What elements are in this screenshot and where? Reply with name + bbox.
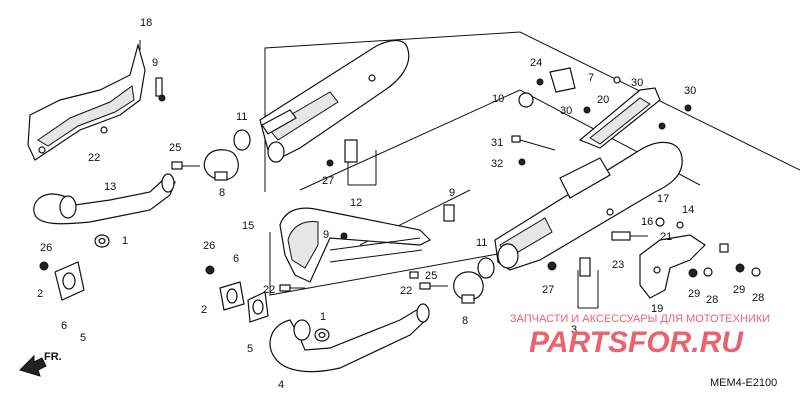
bolt-22-lower: [279, 284, 305, 292]
callout-18: 18: [140, 17, 152, 29]
bracket-7: [536, 67, 621, 93]
diagram-code: MEM4-E2100: [710, 377, 777, 389]
callout-27b: 27: [542, 284, 554, 296]
rubber-10: [518, 92, 534, 108]
callout-19: 19: [651, 303, 663, 315]
lower-muffler: [494, 141, 683, 271]
callout-27: 27: [322, 175, 334, 187]
callout-29a: 29: [688, 288, 700, 300]
callout-21: 21: [660, 231, 672, 243]
gasket-1-left: [94, 234, 110, 248]
callout-13: 13: [104, 181, 116, 193]
callout-7: 7: [588, 72, 594, 84]
callout-4: 4: [278, 379, 284, 391]
callout-3: 3: [571, 324, 577, 336]
callout-22: 22: [88, 152, 100, 164]
bolts-31-32: [511, 135, 556, 166]
gasket-1-bottom: [314, 328, 330, 342]
callout-2: 2: [37, 288, 43, 300]
callout-26: 26: [40, 242, 52, 254]
callout-30c: 30: [684, 85, 696, 97]
callout-28b: 28: [752, 292, 764, 304]
washers-28-29: [688, 243, 761, 278]
front-direction-arrow: FR.: [19, 351, 62, 377]
callout-8b: 8: [462, 315, 468, 327]
callout-1b: 1: [320, 311, 326, 323]
callout-2b: 2: [201, 304, 207, 316]
bracket-20: [578, 87, 692, 149]
bracket-19: [611, 217, 706, 299]
gasket-11-right: [477, 257, 495, 279]
callout-6b: 6: [233, 253, 239, 265]
callout-25: 25: [169, 142, 181, 154]
watermark-brand: PARTSFOR.RU: [529, 326, 744, 359]
callout-30a: 30: [631, 77, 643, 89]
bolt-22-25-right: [409, 271, 448, 290]
callout-9c: 9: [449, 187, 455, 199]
callout-28a: 28: [706, 294, 718, 306]
bolt-25-left: [171, 161, 200, 170]
bolt-9-top: [155, 77, 166, 102]
callout-9b: 9: [323, 229, 329, 241]
exhaust-pipe-4: [269, 303, 430, 373]
clamp-8-left: [203, 149, 239, 181]
callout-23: 23: [612, 259, 624, 271]
callout-8: 8: [219, 187, 225, 199]
direction-label: FR.: [44, 351, 62, 363]
callout-22c: 22: [400, 285, 412, 297]
callout-24: 24: [530, 57, 542, 69]
callout-5: 5: [80, 332, 86, 344]
callout-11b: 11: [476, 237, 487, 249]
callout-32: 32: [491, 158, 503, 170]
upper-muffler: [259, 40, 410, 163]
callout-10: 10: [492, 93, 504, 105]
heat-shield-15: [279, 207, 432, 283]
flange-6-left: [39, 261, 85, 301]
clamp-8-right: [453, 271, 484, 304]
callout-12: 12: [350, 197, 362, 209]
bolt-9-center: [340, 204, 455, 240]
callout-5b: 5: [247, 343, 253, 355]
callout-11: 11: [236, 111, 247, 123]
callout-31: 31: [491, 137, 503, 149]
bolt-27-right: [547, 257, 591, 277]
callout-15: 15: [242, 220, 254, 232]
gasket-11-left: [233, 129, 251, 151]
exhaust-pipe-13: [33, 173, 176, 225]
guide-lines: [139, 31, 800, 309]
callout-1: 1: [122, 235, 128, 247]
callout-16: 16: [641, 216, 653, 228]
callout-26b: 26: [203, 240, 215, 252]
callout-6: 6: [61, 320, 67, 332]
callout-14: 14: [682, 204, 694, 216]
watermark-caption: ЗАПЧАСТИ И АКСЕССУАРЫ ДЛЯ МОТОТЕХНИКИ: [510, 313, 770, 325]
flange-6-center: [205, 265, 269, 323]
callout-25b: 25: [425, 270, 437, 282]
callout-29b: 29: [733, 284, 745, 296]
callout-17: 17: [657, 193, 669, 205]
callout-20: 20: [597, 94, 609, 106]
bolt-27-upper: [326, 139, 358, 167]
callout-22b: 22: [263, 284, 275, 296]
watermark: ЗАПЧАСТИ И АКСЕССУАРЫ ДЛЯ МОТОТЕХНИКИ PA…: [510, 313, 770, 359]
callout-9: 9: [152, 57, 158, 69]
callout-30b: 30: [560, 105, 572, 117]
callout-labels: 18 9 22 25 8 11 13 1 27 12 15 9 9 26 2 6…: [37, 17, 764, 391]
heat-shield-18: [27, 42, 146, 161]
